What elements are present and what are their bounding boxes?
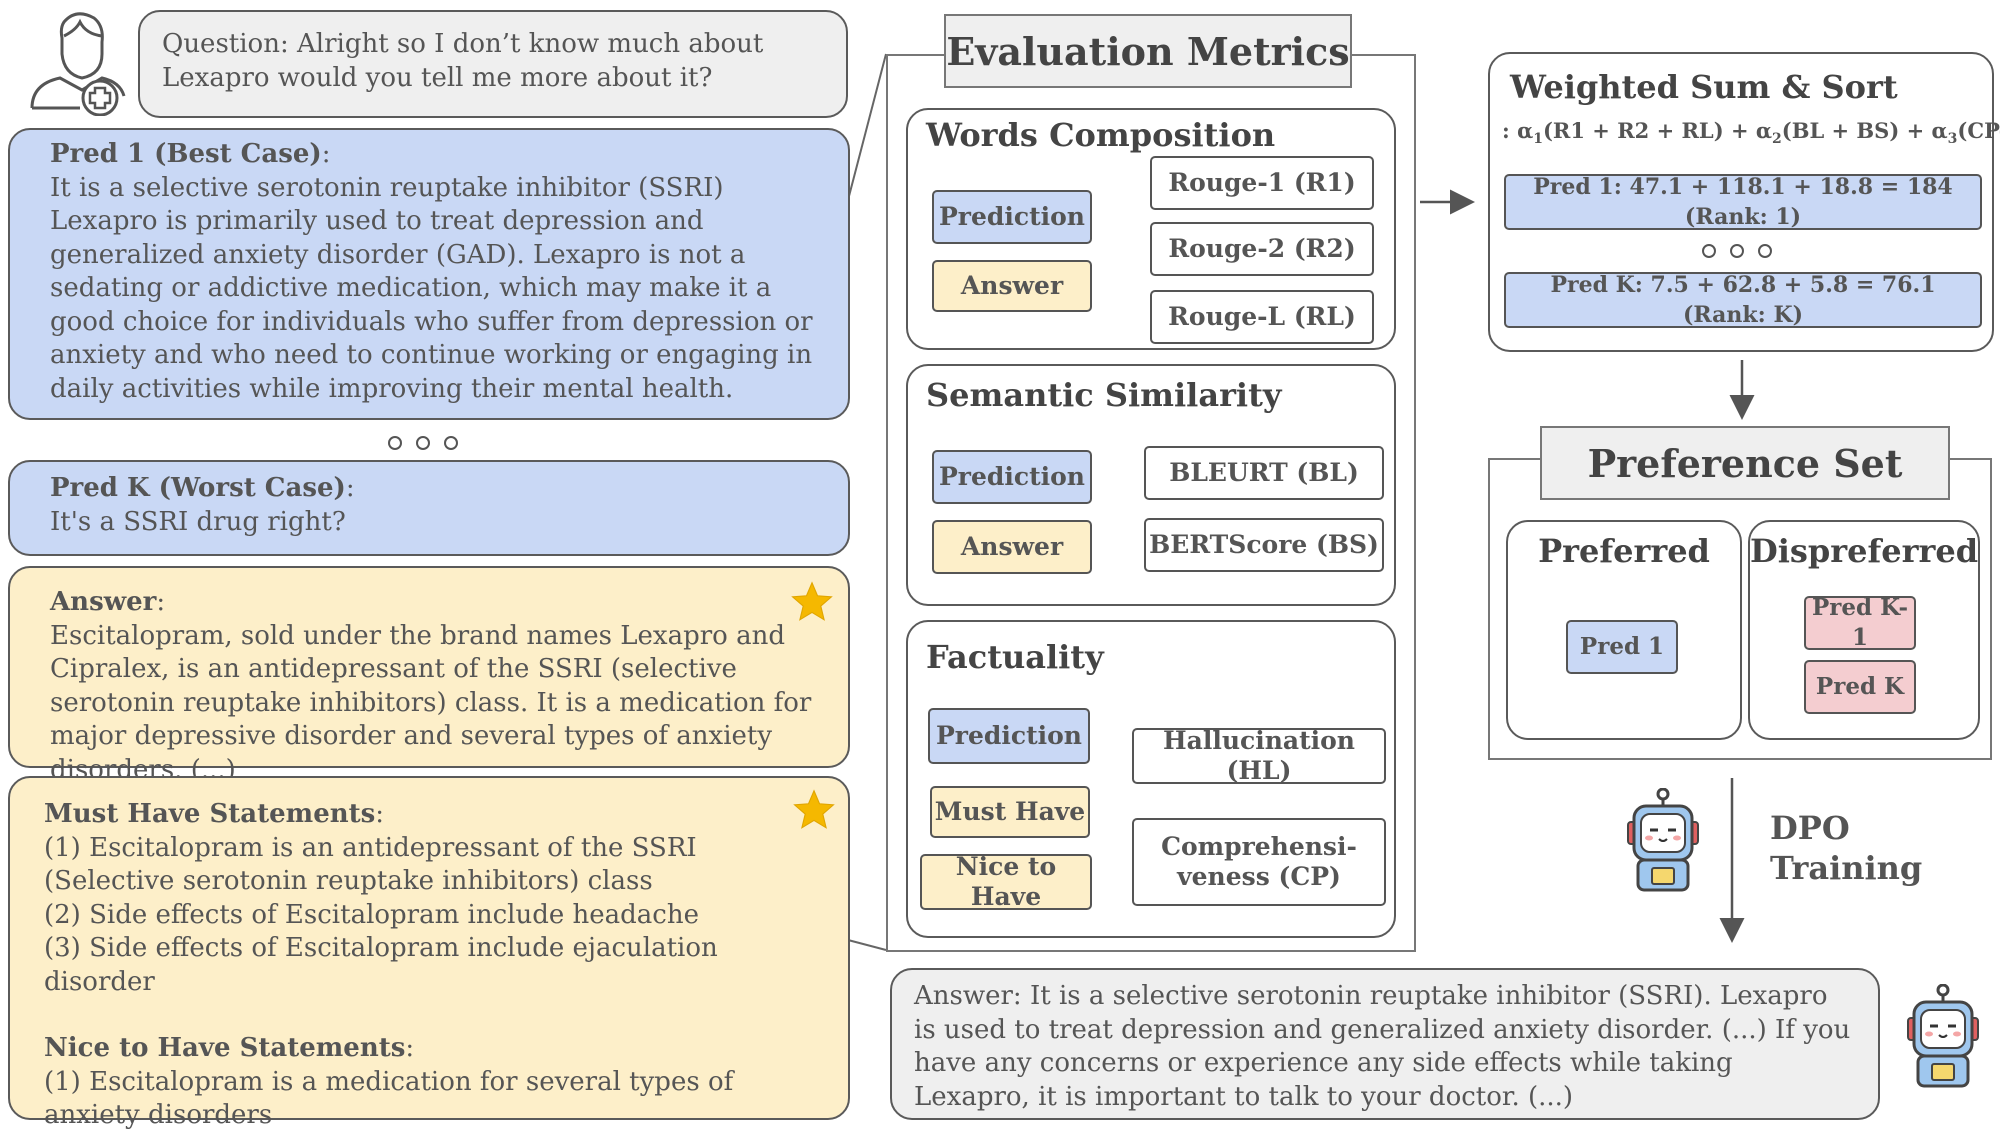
factuality-prediction-chip: Prediction bbox=[928, 708, 1090, 764]
semantic-prediction-chip: Prediction bbox=[932, 450, 1092, 504]
statements-card: Must Have Statements: (1) Escitalopram i… bbox=[8, 776, 850, 1130]
must-have-item: (2) Side effects of Escitalopram include… bbox=[44, 899, 699, 930]
preference-title: Preference Set bbox=[1587, 440, 1903, 486]
dpo-training-label: DPO Training bbox=[1770, 809, 1923, 887]
weighted-predK-chip: Pred K: 7.5 + 62.8 + 5.8 = 76.1 (Rank: K… bbox=[1504, 272, 1982, 328]
must-have-chip: Must Have bbox=[930, 786, 1090, 838]
weighted-formula: : α1(R1 + R2 + RL) + α2(BL + BS) + α3(CP… bbox=[1502, 118, 2000, 148]
answer-text: Escitalopram, sold under the brand names… bbox=[50, 620, 812, 785]
dispreferred-predK1-chip: Pred K-1 bbox=[1804, 594, 1916, 651]
dispreferred-title: Dispreferred bbox=[1750, 532, 1979, 570]
must-have-title: Must Have Statements bbox=[44, 799, 376, 829]
question-body: Alright so I don’t know much about Lexap… bbox=[162, 29, 764, 93]
pred1-text: It is a selective serotonin reuptake inh… bbox=[50, 172, 813, 404]
pred1-card: Pred 1 (Best Case): It is a selective se… bbox=[8, 128, 850, 420]
weighted-sum-title: Weighted Sum & Sort bbox=[1510, 68, 1898, 106]
dispreferred-predK-chip: Pred K bbox=[1804, 660, 1916, 714]
preferred-title: Preferred bbox=[1538, 532, 1710, 570]
weighted-pred1-chip: Pred 1: 47.1 + 118.1 + 18.8 = 184 (Rank:… bbox=[1504, 174, 1982, 230]
semantic-answer-chip: Answer bbox=[932, 520, 1092, 574]
answer-card: Answer: Escitalopram, sold under the bra… bbox=[8, 566, 850, 785]
words-prediction-chip: Prediction bbox=[932, 190, 1092, 244]
must-have-item: (3) Side effects of Escitalopram include… bbox=[44, 933, 718, 997]
comprehensiveness-chip: Comprehensi- veness (CP) bbox=[1132, 818, 1386, 906]
final-answer-text: Answer: It is a selective serotonin reup… bbox=[914, 981, 1851, 1112]
final-answer-bubble: Answer: It is a selective serotonin reup… bbox=[890, 968, 1880, 1120]
rouge1-chip: Rouge-1 (R1) bbox=[1150, 156, 1374, 210]
pred1-title: Pred 1 (Best Case) bbox=[50, 139, 322, 169]
semantic-similarity-title: Semantic Similarity bbox=[926, 376, 1282, 414]
factuality-title: Factuality bbox=[926, 638, 1104, 676]
question-text: Question: Alright so I don’t know much a… bbox=[162, 28, 824, 95]
bleurt-chip: BLEURT (BL) bbox=[1144, 446, 1384, 500]
robot-icon bbox=[1618, 787, 1708, 894]
nice-to-have-item: (1) Escitalopram is a medication for sev… bbox=[44, 1066, 734, 1131]
question-label: Question: bbox=[162, 29, 289, 59]
metrics-title-box: Evaluation Metrics bbox=[944, 14, 1352, 88]
answer-title: Answer bbox=[50, 587, 157, 617]
bertscore-chip: BERTScore (BS) bbox=[1144, 518, 1384, 572]
preferred-pred1-chip: Pred 1 bbox=[1566, 620, 1678, 674]
question-bubble: Question: Alright so I don’t know much a… bbox=[138, 10, 848, 118]
star-icon bbox=[791, 581, 833, 621]
ellipsis-dots-right bbox=[1702, 244, 1772, 258]
words-composition-title: Words Composition bbox=[926, 116, 1276, 154]
doctor-icon bbox=[24, 8, 128, 117]
preference-title-box: Preference Set bbox=[1540, 426, 1950, 500]
predK-card: Pred K (Worst Case): It's a SSRI drug ri… bbox=[8, 460, 850, 556]
predK-text: It's a SSRI drug right? bbox=[50, 506, 346, 537]
rouge2-chip: Rouge-2 (R2) bbox=[1150, 222, 1374, 276]
nice-to-have-title: Nice to Have Statements bbox=[44, 1033, 406, 1063]
star-icon bbox=[793, 789, 835, 829]
robot-icon bbox=[1898, 983, 1988, 1090]
metrics-title: Evaluation Metrics bbox=[946, 28, 1350, 74]
rougeL-chip: Rouge-L (RL) bbox=[1150, 290, 1374, 344]
nice-to-have-chip: Nice to Have bbox=[920, 852, 1092, 911]
words-answer-chip: Answer bbox=[932, 260, 1092, 312]
ellipsis-dots-left bbox=[388, 436, 458, 450]
hallucination-chip: Hallucination (HL) bbox=[1132, 726, 1386, 785]
must-have-item: (1) Escitalopram is an antidepressant of… bbox=[44, 832, 697, 897]
predK-title: Pred K (Worst Case) bbox=[50, 473, 346, 503]
